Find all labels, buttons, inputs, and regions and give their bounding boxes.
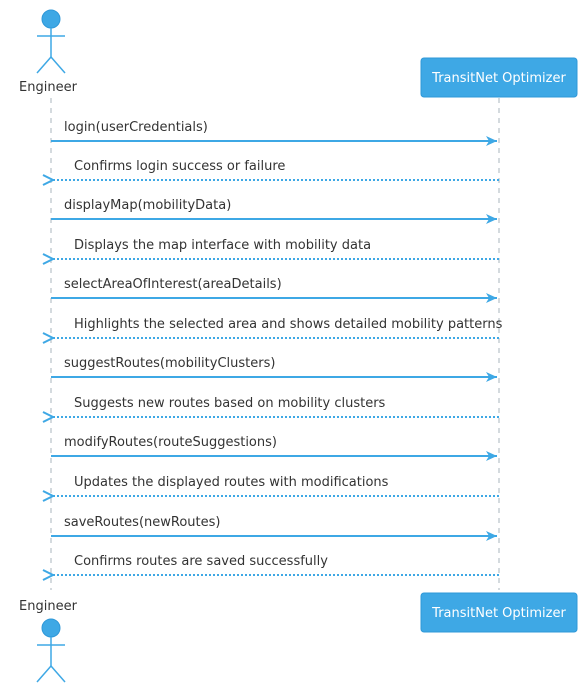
- participant-box: [420, 592, 578, 633]
- message-label: suggestRoutes(mobilityClusters): [64, 356, 275, 371]
- message-display-map: displayMap(mobilityData): [51, 198, 497, 224]
- participant-box: [420, 57, 578, 98]
- message-updates-routes: Updates the displayed routes with modifi…: [53, 475, 499, 496]
- message-label: Updates the displayed routes with modifi…: [74, 475, 389, 490]
- stick-figure-actor-icon: [36, 9, 66, 74]
- message-list: login(userCredentials) Confirms login su…: [51, 120, 503, 575]
- message-label: saveRoutes(newRoutes): [64, 515, 220, 530]
- message-label: login(userCredentials): [64, 120, 208, 135]
- message-label: Displays the map interface with mobility…: [74, 238, 371, 253]
- message-modify-routes: modifyRoutes(routeSuggestions): [51, 435, 497, 461]
- engineer-label-top: Engineer: [19, 80, 78, 95]
- message-label: Highlights the selected area and shows d…: [74, 317, 503, 332]
- system-participant-bottom: TransitNet Optimizer: [420, 592, 578, 633]
- message-select-area: selectAreaOfInterest(areaDetails): [51, 277, 497, 303]
- engineer-actor-top: Engineer: [19, 9, 78, 95]
- message-label: Confirms routes are saved successfully: [74, 554, 328, 569]
- message-label: Confirms login success or failure: [74, 159, 285, 174]
- message-confirms-saved: Confirms routes are saved successfully: [53, 554, 499, 575]
- message-save-routes: saveRoutes(newRoutes): [51, 515, 497, 541]
- message-label: selectAreaOfInterest(areaDetails): [64, 277, 282, 292]
- stick-figure-actor-icon: [36, 618, 66, 683]
- message-suggests-new-routes: Suggests new routes based on mobility cl…: [53, 396, 499, 417]
- engineer-actor-bottom: Engineer: [19, 599, 78, 683]
- message-highlights-area: Highlights the selected area and shows d…: [53, 317, 503, 338]
- system-participant-top: TransitNet Optimizer: [420, 57, 578, 98]
- message-label: displayMap(mobilityData): [64, 198, 231, 213]
- message-login: login(userCredentials): [51, 120, 497, 146]
- system-label-bottom: TransitNet Optimizer: [431, 606, 566, 621]
- system-label-top: TransitNet Optimizer: [431, 71, 566, 86]
- message-displays-map-interface: Displays the map interface with mobility…: [53, 238, 499, 259]
- message-label: modifyRoutes(routeSuggestions): [64, 435, 277, 450]
- message-label: Suggests new routes based on mobility cl…: [74, 396, 386, 411]
- message-confirm-login: Confirms login success or failure: [53, 159, 499, 180]
- message-suggest-routes: suggestRoutes(mobilityClusters): [51, 356, 497, 382]
- engineer-label-bottom: Engineer: [19, 599, 78, 614]
